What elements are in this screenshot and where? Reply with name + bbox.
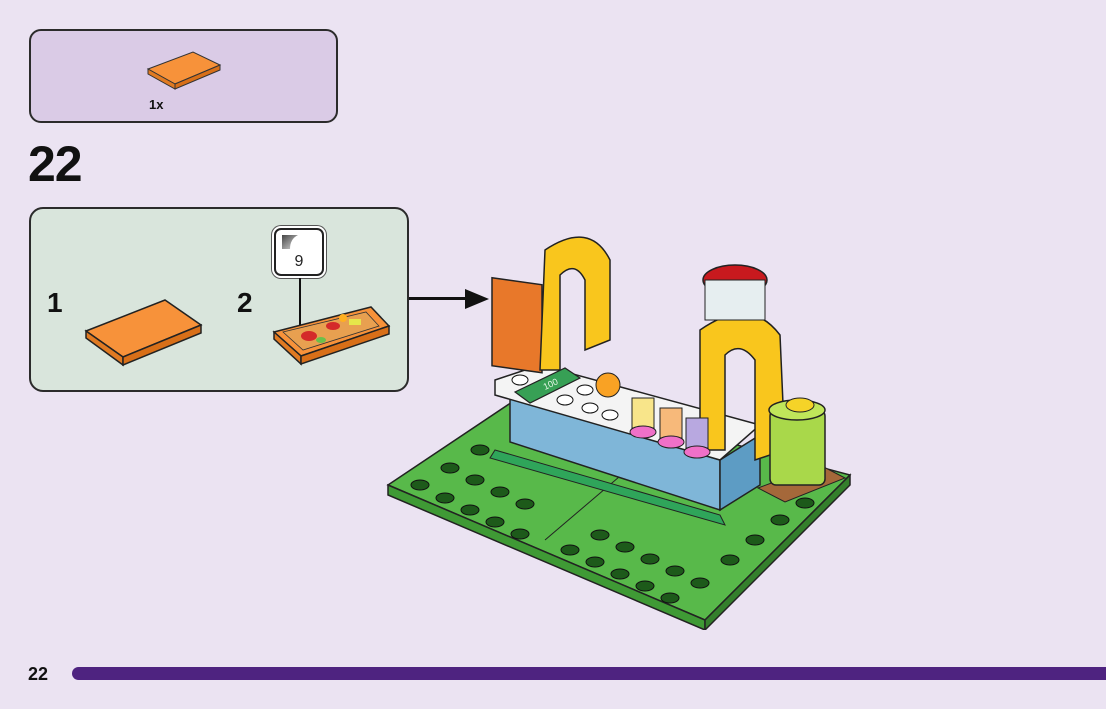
sticker-callout: 9 <box>274 228 324 276</box>
juice-bar-model-illustration: 100 <box>386 236 852 630</box>
stickered-tile-icon <box>272 306 391 366</box>
arrow-line <box>409 297 469 300</box>
arrow-right-icon <box>465 289 489 309</box>
baseplate-studs <box>410 444 815 604</box>
green-step <box>489 449 726 526</box>
callout-leader-line <box>299 278 301 326</box>
substep-number-2: 2 <box>237 287 253 318</box>
sticker-number: 9 <box>294 253 304 270</box>
substep-number-1: 1 <box>47 287 63 318</box>
parts-list-box: 1x <box>29 29 338 123</box>
juice-sign <box>491 276 543 374</box>
green-trash-bin <box>769 409 826 486</box>
cup-purple <box>685 417 709 449</box>
step-number: 22 <box>28 136 83 192</box>
orange-slice <box>595 372 621 398</box>
banknote <box>513 367 582 404</box>
bananas <box>785 397 815 413</box>
cup-orange <box>659 407 683 439</box>
cup-yellow <box>631 397 655 429</box>
substep-box: 1 2 9 <box>29 207 409 392</box>
footer-progress-bar <box>72 667 1106 680</box>
orange-tile-icon <box>84 299 203 367</box>
part-quantity: 1x <box>149 97 164 112</box>
page-number: 22 <box>28 664 49 684</box>
sticker-peel-icon <box>282 235 298 249</box>
orange-tile-part-icon <box>146 51 222 90</box>
yellow-arch-left <box>539 236 611 371</box>
